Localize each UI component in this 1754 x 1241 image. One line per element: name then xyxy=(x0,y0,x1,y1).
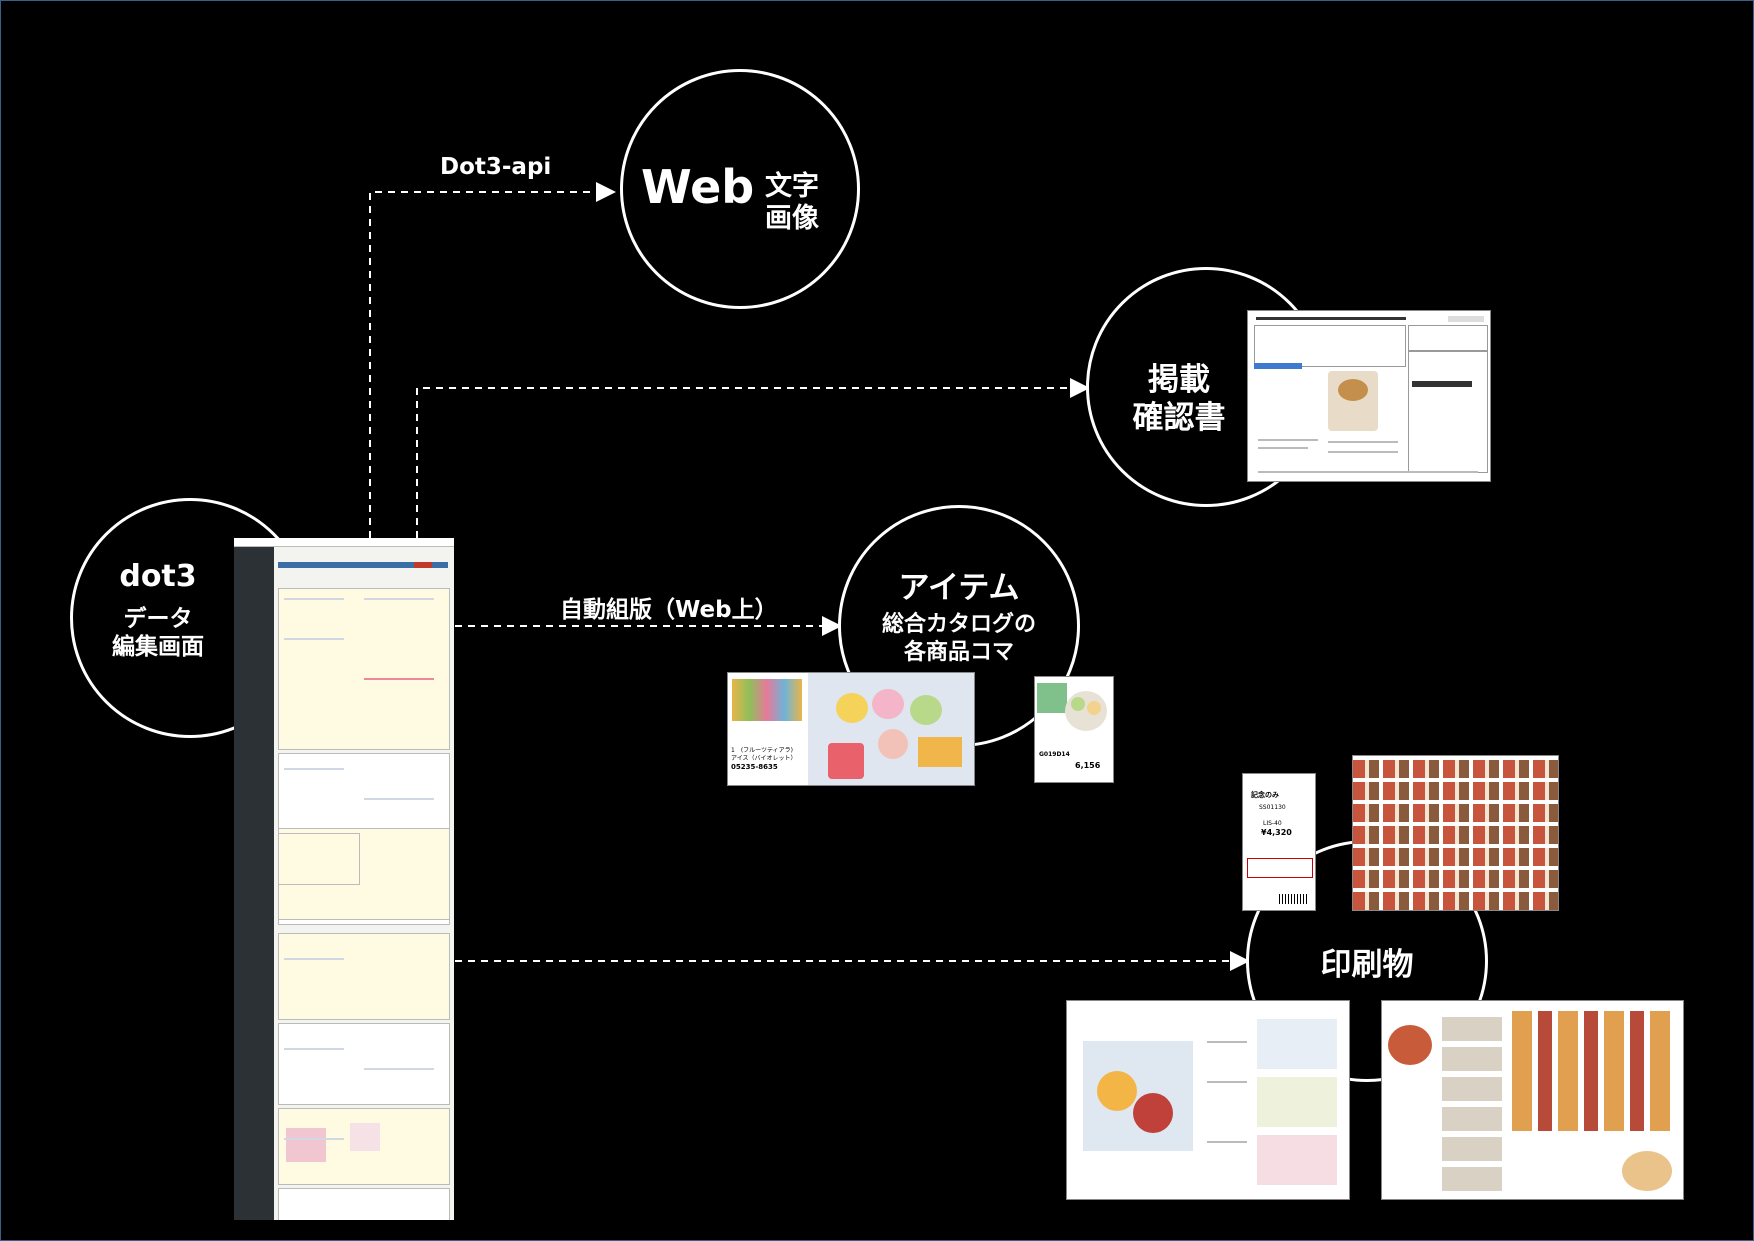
dot3-title: dot3 xyxy=(119,559,197,594)
item-catalog-card: 1 (フルーツティアラ) アイス（バイオレット） 05235-8635 xyxy=(727,672,975,786)
print-card-price: ¥4,320 xyxy=(1261,828,1292,837)
print-order-card: 記念のみ SS01130 LIS-40 ¥4,320 xyxy=(1242,773,1316,911)
web-node: Web 文字 画像 xyxy=(620,69,860,309)
print-catalog-spread-left xyxy=(1066,1000,1350,1200)
print-title: 印刷物 xyxy=(1320,947,1414,983)
web-title: Web xyxy=(641,160,755,214)
print-card-code: SS01130 xyxy=(1259,804,1286,811)
web-image-label: 画像 xyxy=(765,203,819,234)
api-label: Dot3-api xyxy=(440,154,552,180)
item-card-text2: アイス（バイオレット） xyxy=(731,755,797,762)
editor-header xyxy=(234,538,454,547)
arrow-to-web xyxy=(369,182,616,538)
web-text-label: 文字 xyxy=(765,171,819,202)
print-card-sub: LIS-40 xyxy=(1263,820,1282,827)
print-card-header: 記念のみ xyxy=(1251,791,1279,799)
dot3-editor-screenshot xyxy=(234,538,454,1220)
item-line2: 各商品コマ xyxy=(903,640,1014,665)
auto-layout-label: 自動組版（Web上） xyxy=(560,597,778,623)
arrow-to-confirm xyxy=(416,378,1090,538)
small-card-price: 6,156 xyxy=(1075,761,1101,770)
item-line1: 総合カタログの xyxy=(881,612,1036,637)
item-title: アイテム xyxy=(898,570,1020,606)
item-catalog-small-card: G019D14 6,156 xyxy=(1034,676,1114,783)
dot3-line1: データ xyxy=(123,606,193,632)
item-card-text1: 1 (フルーツティアラ) xyxy=(731,747,794,754)
print-catalog-spread-right xyxy=(1381,1000,1684,1200)
editor-sidebar xyxy=(234,538,274,1220)
dot3-line2: 編集画面 xyxy=(112,634,204,660)
item-card-code: 05235-8635 xyxy=(731,763,778,771)
confirm-line2: 確認書 xyxy=(1132,400,1226,436)
confirm-line1: 掲載 xyxy=(1148,362,1210,398)
small-card-code: G019D14 xyxy=(1039,751,1070,758)
confirmation-document-thumbnail xyxy=(1247,310,1491,482)
print-catalog-grid-page xyxy=(1352,755,1559,911)
